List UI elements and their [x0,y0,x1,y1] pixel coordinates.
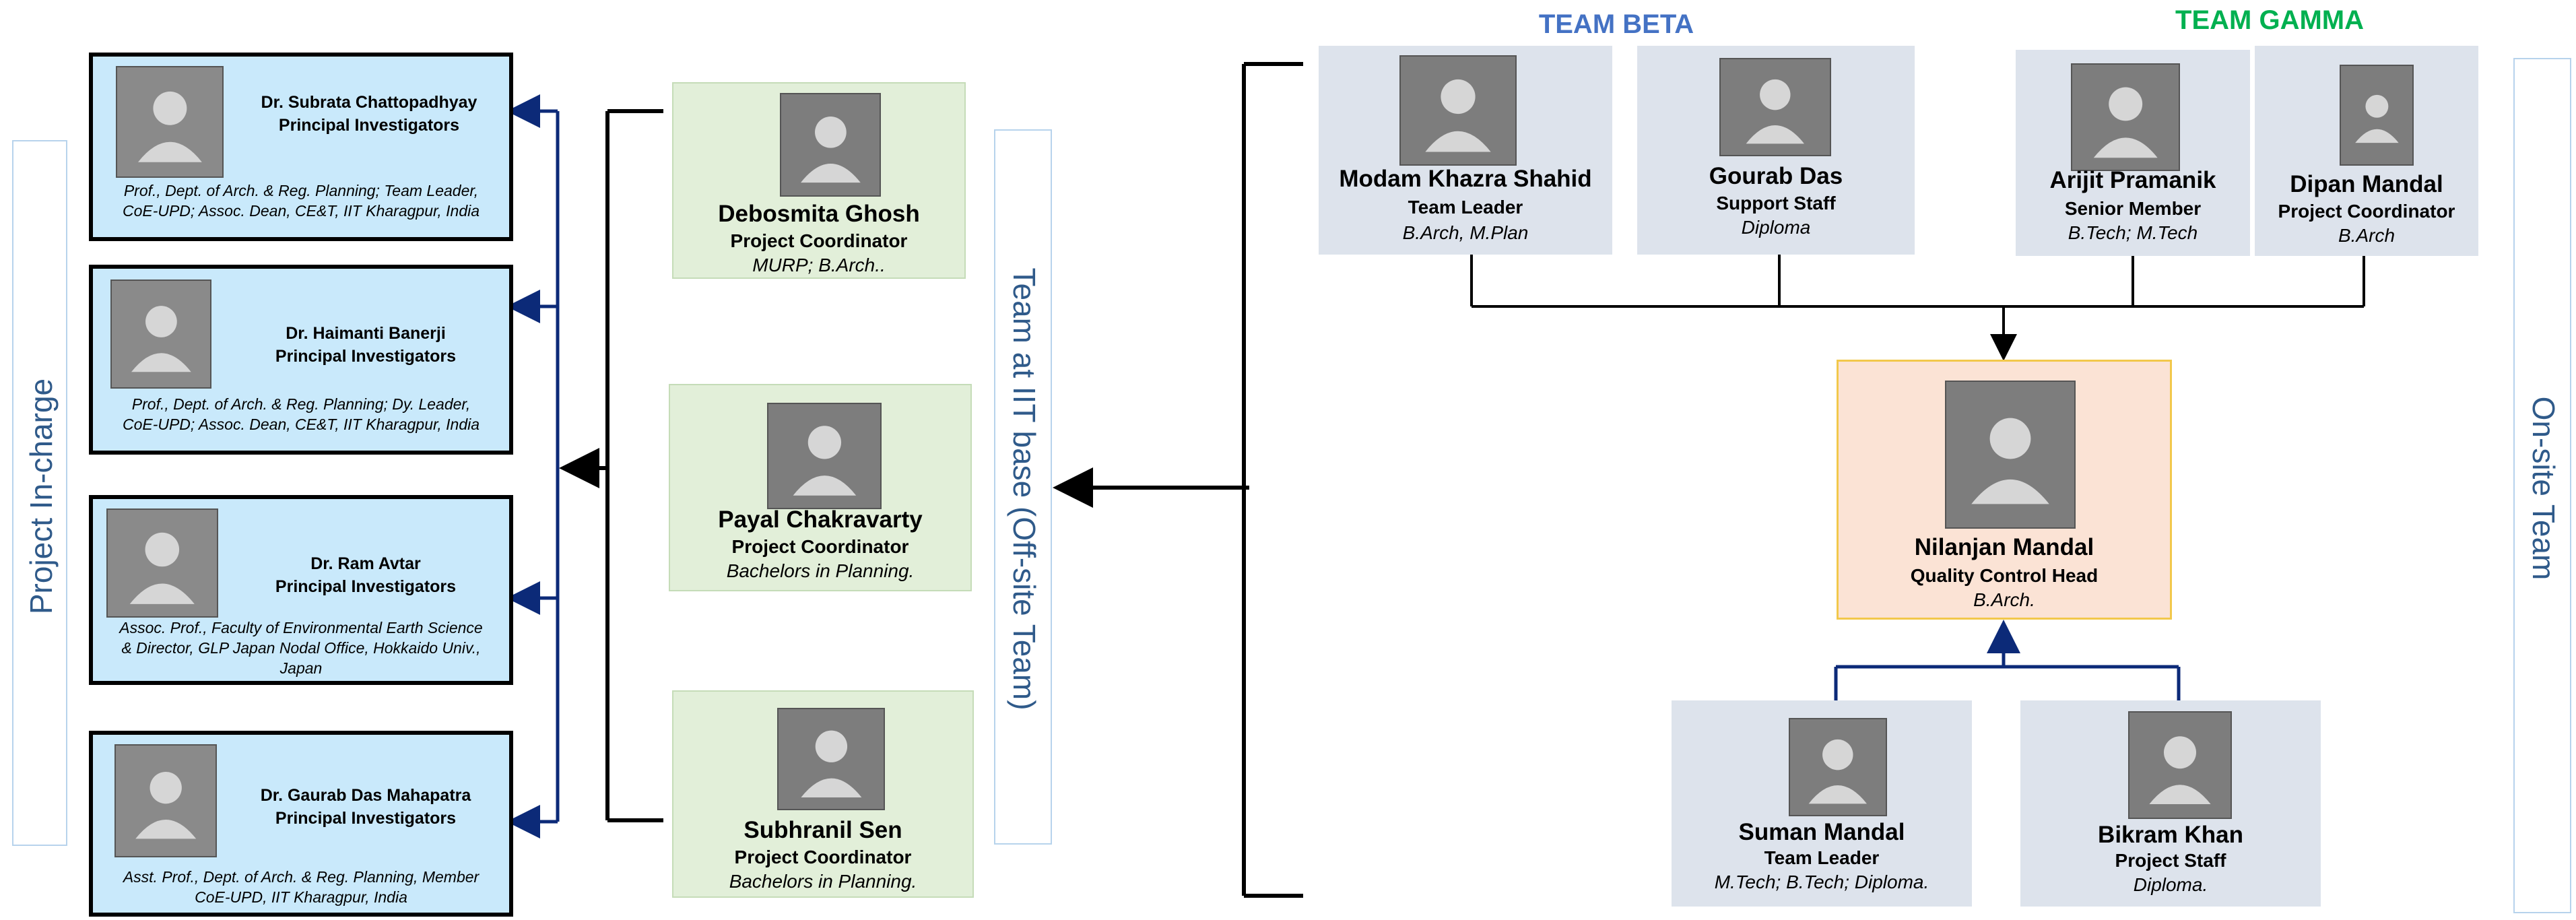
team-beta-card-1: Modam Khazra Shahid Team Leader B.Arch, … [1319,46,1612,255]
team-beta-title: TEAM BETA [1538,9,1694,39]
member-qualification: B.Arch [2338,225,2396,246]
member-role: Senior Member [2064,198,2202,219]
pi-card-2: Dr. Haimanti Banerji Principal Investiga… [89,265,513,455]
member-name: Subhranil Sen [744,817,902,843]
pi-desc-line: & Director, GLP Japan Nodal Office, Hokk… [121,639,481,657]
pi-card-1: Dr. Subrata Chattopadhyay Principal Inve… [89,53,513,241]
member-role: Quality Control Head [1910,565,2099,586]
member-qualification: B.Arch, M.Plan [1402,222,1529,243]
onsite-team-label-box: On-site Team [2513,58,2571,913]
person-photo-icon [114,744,217,857]
member-role: Project Coordinator [2278,201,2455,222]
bottom-member-card-2: Bikram Khan Project Staff Diploma. [2020,700,2321,907]
pi-name: Dr. Ram Avtar [310,554,421,573]
person-photo-icon [1789,718,1887,816]
person-photo-icon [2128,711,2232,819]
person-photo-icon [110,280,211,389]
person-photo-icon [106,508,218,618]
qc-head-card: Nilanjan Mandal Quality Control Head B.A… [1837,360,2172,620]
team-gamma-card-1: Arijit Pramanik Senior Member B.Tech; M.… [2016,50,2250,256]
member-role: Project Coordinator [731,536,909,557]
bottom-team-connectors [1834,620,2181,700]
member-qualification: B.Tech; M.Tech [2068,222,2198,243]
onsite-team-bracket [1053,62,1303,898]
team-gamma-card-2: Dipan Mandal Project Coordinator B.Arch [2255,46,2478,256]
iit-team-card-2: Payal Chakravarty Project Coordinator Ba… [669,384,972,591]
person-photo-icon [767,403,882,509]
pi-card-3: Dr. Ram Avtar Principal Investigators As… [89,495,513,685]
pi-desc-line: Japan [279,659,323,677]
member-role: Project Coordinator [730,230,908,251]
iit-team-label: Team at IIT base (Off-site Team) [1007,267,1042,711]
project-in-charge-label: Project In-charge [24,378,59,615]
person-photo-icon [1945,381,2076,529]
member-qualification: M.Tech; B.Tech; Diploma. [1714,872,1929,892]
team-beta-card-2: Gourab Das Support Staff Diploma [1637,46,1915,255]
member-role: Team Leader [1764,847,1880,868]
person-photo-icon [780,93,881,197]
member-qualification: MURP; B.Arch.. [752,255,886,275]
pi-desc-line: CoE-UPD; Assoc. Dean, CE&T, IIT Kharagpu… [122,416,480,433]
pi-desc-line: CoE-UPD, IIT Kharagpur, India [195,888,407,906]
person-photo-icon [777,708,885,810]
pi-desc-line: Prof., Dept. of Arch. & Reg. Planning; T… [123,182,479,199]
member-name: Payal Chakravarty [718,506,923,533]
member-name: Debosmita Ghosh [718,201,920,227]
member-name: Dipan Mandal [2290,171,2443,197]
person-photo-icon [1399,55,1517,166]
member-role: Support Staff [1716,193,1836,213]
team-gamma-title: TEAM GAMMA [2175,5,2364,35]
pi-card-4: Dr. Gaurab Das Mahapatra Principal Inves… [89,731,513,917]
project-in-charge-label-box: Project In-charge [12,140,67,846]
member-name: Suman Mandal [1738,819,1905,845]
iit-team-label-box: Team at IIT base (Off-site Team) [994,129,1052,845]
member-qualification: Diploma [1741,217,1811,238]
pi-name: Dr. Haimanti Banerji [286,324,446,343]
pi-name: Dr. Subrata Chattopadhyay [261,93,477,112]
member-name: Gourab Das [1709,163,1843,189]
pi-desc-line: Asst. Prof., Dept. of Arch. & Reg. Plann… [123,868,480,886]
member-name: Arijit Pramanik [2049,167,2216,193]
top-team-connectors [1470,255,2365,361]
pi-role: Principal Investigators [275,809,457,828]
bottom-member-card-1: Suman Mandal Team Leader M.Tech; B.Tech;… [1672,700,1972,907]
pi-desc-line: Prof., Dept. of Arch. & Reg. Planning; D… [131,395,471,413]
member-name: Modam Khazra Shahid [1339,166,1592,192]
pi-name: Dr. Gaurab Das Mahapatra [260,786,471,805]
member-name: Nilanjan Mandal [1914,534,2094,560]
member-qualification: B.Arch. [1973,589,2035,610]
pi-role: Principal Investigators [275,577,457,596]
member-role: Project Staff [2115,850,2226,871]
person-photo-icon [2071,63,2180,171]
pi-blue-bracket [506,94,560,839]
onsite-team-label: On-site Team [2526,396,2561,581]
pi-desc-line: CoE-UPD; Assoc. Dean, CE&T, IIT Kharagpu… [122,202,480,220]
member-role: Project Coordinator [734,847,912,867]
pi-role: Principal Investigators [278,116,460,135]
person-photo-icon [116,66,224,178]
pi-role: Principal Investigators [275,347,457,366]
iit-team-card-1: Debosmita Ghosh Project Coordinator MURP… [672,82,966,279]
member-qualification: Bachelors in Planning. [726,560,915,581]
person-photo-icon [1719,58,1831,156]
member-qualification: Bachelors in Planning. [729,871,917,892]
member-qualification: Diploma. [2133,874,2208,895]
iit-team-bracket [559,109,663,822]
iit-team-card-3: Subhranil Sen Project Coordinator Bachel… [672,690,974,898]
person-photo-icon [2340,65,2414,166]
member-name: Bikram Khan [2098,822,2243,848]
member-role: Team Leader [1408,197,1523,218]
pi-desc-line: Assoc. Prof., Faculty of Environmental E… [119,619,483,636]
